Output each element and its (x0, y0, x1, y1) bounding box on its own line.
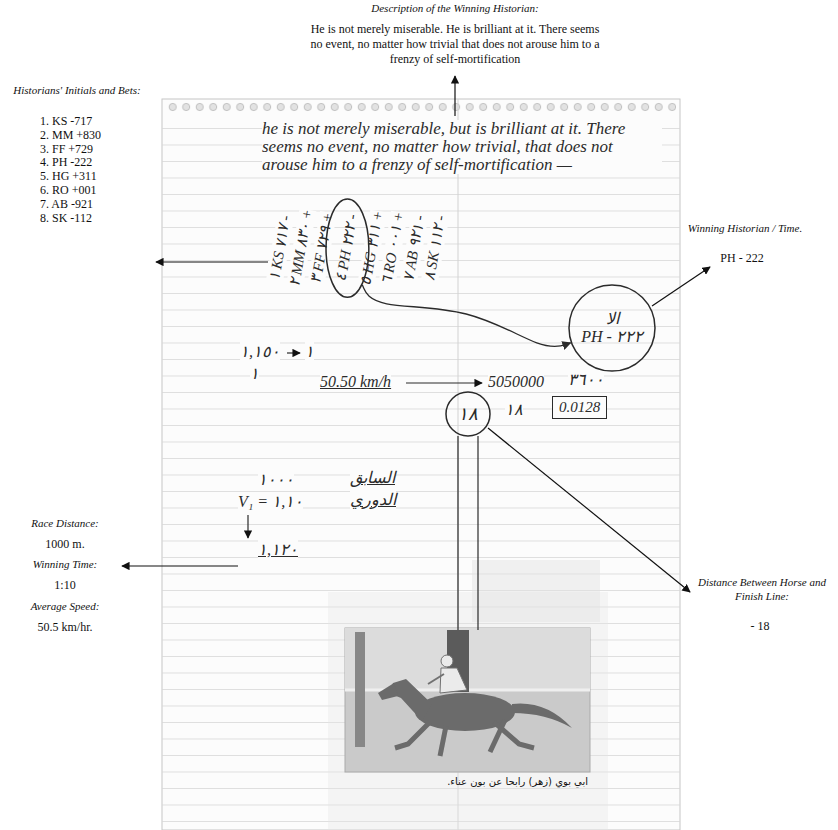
handwritten-strokes (247, 515, 248, 538)
handwritten-number: ١ (250, 364, 259, 383)
leader-arrows (156, 261, 268, 262)
bet-row: 8. SK -112 (40, 211, 92, 225)
bet-row: 6. RO +001 (40, 183, 96, 197)
handwritten-box: 0.0128 (552, 396, 607, 419)
node-outline (326, 199, 369, 297)
handwritten-word: الدوري (350, 490, 396, 509)
bet-row: 7. AB -921 (40, 197, 93, 211)
handwritten-number: ١,١٥٠ (240, 342, 280, 361)
annotation-heading: Description of the Winning Historian: (371, 2, 538, 15)
handwritten-note: he is not merely miserable, but is brill… (262, 120, 662, 174)
notebook-page (162, 128, 680, 830)
annotation-value: 50.5 km/hr. (37, 620, 92, 634)
annotation-value: - 18 (751, 619, 770, 633)
handwritten-number: ١ (305, 342, 314, 361)
tape (328, 560, 608, 830)
leader-arrows (122, 76, 710, 592)
handwritten-strokes (477, 436, 478, 630)
handwritten-oval: ٤ PH ٢٢٢ - (325, 198, 370, 298)
notebook-page (166, 101, 676, 113)
tape (328, 592, 608, 830)
handwritten-number: ١٠٠٠ (258, 470, 294, 489)
handwritten-number: ١,١٢٠ (258, 540, 298, 559)
annotation-text: He is not merely miserable. He is brilli… (305, 22, 605, 67)
handwritten-circle: الاPH - ٢٢٢ (568, 284, 656, 372)
leader-arrows (652, 267, 710, 306)
annotation-heading: Winning Time: (33, 558, 97, 571)
bet-row: 5. HG +311 (40, 169, 97, 183)
annotation-value: 1:10 (54, 578, 75, 592)
handwritten-number: 5050000 (488, 372, 544, 391)
handwritten-text: PH - ٢٢٢ (581, 328, 643, 346)
tape (472, 560, 600, 622)
bet-row: 4. PH -222 (40, 155, 92, 169)
handwritten-number: ١٨ (505, 400, 523, 419)
bet-row: 3. FF +729 (40, 142, 93, 156)
annotation-heading: Average Speed: (31, 600, 100, 613)
connector-curve (362, 285, 570, 347)
notebook-page (162, 99, 680, 830)
handwritten-text: ٤ PH ٢٢٢ - (333, 213, 362, 283)
annotation-value: 1000 m. (45, 537, 84, 551)
leader-arrows (122, 565, 238, 566)
photo-caption: ابي بوي (زهر) رابحا عن بون عناء. (447, 776, 588, 788)
node-outline (446, 392, 490, 436)
annotation-heading: Distance Between Horse and Finish Line: (698, 576, 826, 604)
leader-arrows (488, 428, 690, 592)
handwritten-strokes (287, 352, 300, 353)
annotation-value: PH - 222 (720, 251, 763, 265)
handwritten-strokes (406, 382, 482, 383)
handwritten-text: الا (606, 310, 619, 328)
handwritten-text: ١٨ (458, 404, 478, 425)
handwritten-word: السابق (350, 468, 395, 487)
annotation-heading: Race Distance: (31, 517, 99, 530)
handwritten-formula: V₁ = ١,١٠ (238, 492, 303, 511)
notebook-page (162, 99, 680, 830)
annotation-heading: Historians' Initials and Bets: (13, 84, 140, 97)
node-outline (569, 285, 655, 371)
handwritten-number: 50.50 km/h (320, 372, 391, 391)
handwritten-number: ٣٦٠٠ (568, 370, 604, 389)
bet-row: 2. MM +830 (40, 128, 101, 142)
bet-row: 1. KS -717 (40, 114, 92, 128)
leader-arrows (454, 76, 455, 116)
handwritten-text: 0.0128 (559, 399, 600, 416)
annotation-heading: Winning Historian / Time. (688, 222, 802, 235)
handwritten-circle: ١٨ (445, 391, 491, 437)
handwritten-strokes (457, 436, 458, 630)
